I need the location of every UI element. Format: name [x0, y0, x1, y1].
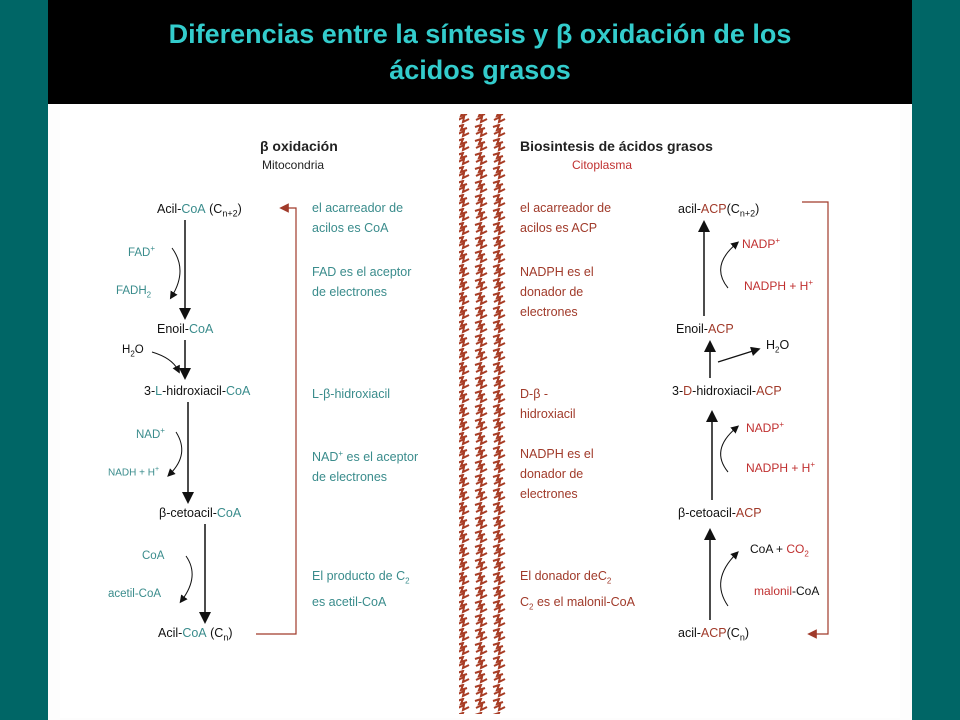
- curve-right-3: [720, 241, 740, 289]
- left-compound-3: 3-L-hidroxiacil-CoA: [144, 384, 250, 398]
- right-subheader: Citoplasma: [572, 158, 633, 172]
- right-compound-2: Enoil-ACP: [676, 322, 734, 336]
- c-pre: Enoil-: [676, 322, 708, 336]
- c-hl: CoA: [181, 202, 206, 216]
- c-hl: ACP: [700, 202, 727, 216]
- membrane-divider: [459, 114, 509, 714]
- right-compound-1: acil-ACP(Cn+2): [678, 202, 759, 219]
- right-note-4: NADPH es el donador de electrones: [520, 447, 594, 501]
- curve-left-3: [167, 431, 183, 477]
- right-header: Biosintesis de ácidos grasos: [520, 138, 713, 154]
- c-hl: ACP: [707, 322, 734, 336]
- pathway-arrows: [151, 201, 829, 639]
- right-note-3: D-β - hidroxiacil: [520, 387, 576, 421]
- c-pre: Acil-: [157, 202, 182, 216]
- curve-left-1: [169, 247, 181, 300]
- cofactor-nad: NAD+: [136, 426, 165, 441]
- c-hl2: ACP: [756, 384, 782, 398]
- left-compound-2: Enoil-CoA: [157, 322, 213, 336]
- c-hl: CoA: [182, 626, 207, 640]
- right-compound-3: 3-D-hidroxiacil-ACP: [672, 384, 782, 398]
- c-pre: 3-: [144, 384, 156, 398]
- cofactor-coa: CoA: [142, 550, 165, 562]
- cofactor-fad: FAD+: [128, 244, 156, 259]
- diagram-figure: β oxidación Mitocondria Biosintesis de á…: [48, 104, 912, 720]
- left-compound-1: Acil-CoA (Cn+2): [157, 202, 242, 219]
- title-line-1: Diferencias entre la síntesis y β oxidac…: [168, 19, 792, 49]
- c-pre: 3-: [672, 384, 684, 398]
- right-note-5: El donador deC2 C2 es el malonil-CoA: [520, 569, 635, 611]
- c-pre: acil-: [678, 626, 701, 640]
- c-post: (Cn): [206, 626, 233, 643]
- cofactor-coa-co2: CoA + CO2: [750, 542, 809, 559]
- c-post: (Cn+2): [726, 202, 760, 219]
- right-cycle-bracket: [802, 201, 829, 639]
- curve-left-4: [179, 555, 193, 604]
- curve-right-1: [720, 551, 739, 607]
- left-compound-5: Acil-CoA (Cn): [158, 626, 233, 643]
- c-hl: CoA: [216, 506, 242, 520]
- cofactor-acetil-coa: acetil-CoA: [108, 588, 162, 600]
- c-pre: acil-: [678, 202, 701, 216]
- right-compound-5: acil-ACP(Cn): [678, 626, 749, 643]
- c-hl: ACP: [735, 506, 762, 520]
- cofactor-nadph-2: NADPH + H+: [746, 460, 816, 475]
- title-line-2: ácidos grasos: [389, 55, 571, 85]
- cofactor-nadh: NADH + H+: [108, 466, 160, 479]
- c-hl: CoA: [188, 322, 214, 336]
- cofactor-nadp-2: NADP+: [746, 420, 785, 435]
- slide-title: Diferencias entre la síntesis y β oxidac…: [48, 0, 912, 104]
- left-note-4: NAD+ es el aceptor de electrones: [312, 449, 419, 485]
- right-note-2: NADPH es el donador de electrones: [520, 265, 594, 319]
- c-hl: L: [155, 384, 163, 398]
- cofactor-nadph-1: NADPH + H+: [744, 278, 814, 293]
- left-subheader: Mitocondria: [262, 158, 325, 172]
- c-post: (Cn+2): [205, 202, 242, 219]
- c-hl: ACP: [700, 626, 727, 640]
- c-hl: D: [683, 384, 693, 398]
- left-note-3: L-β-hidroxiacil: [312, 387, 391, 401]
- right-compound-4: β-cetoacil-ACP: [678, 506, 762, 520]
- c-post: -hidroxiacil-: [692, 384, 757, 398]
- left-compound-4: β-cetoacil-CoA: [159, 506, 241, 520]
- c-pre: Enoil-: [157, 322, 189, 336]
- left-cycle-bracket: [256, 203, 297, 635]
- cofactor-malonil-coa: malonil-CoA: [754, 584, 820, 598]
- cofactor-nadp-1: NADP+: [742, 236, 781, 251]
- cofactor-h2o-left: H2O: [122, 344, 144, 359]
- left-header: β oxidación: [260, 138, 338, 154]
- c-pre: Acil-: [158, 626, 183, 640]
- cofactor-fadh2: FADH2: [116, 285, 152, 300]
- c-pre: β-cetoacil-: [678, 506, 736, 520]
- c-post: -hidroxiacil-: [162, 384, 226, 398]
- left-note-2: FAD es el aceptor de electrones: [312, 265, 412, 299]
- left-note-1: el acarreador de acilos es CoA: [312, 201, 404, 235]
- c-post: (Cn): [726, 626, 750, 643]
- arrow-right-h2o: [717, 346, 761, 363]
- curve-left-2: [151, 351, 180, 374]
- curve-right-2: [720, 425, 740, 473]
- c-pre: β-cetoacil-: [159, 506, 217, 520]
- diagram-panel: β oxidación Mitocondria Biosintesis de á…: [60, 110, 900, 718]
- c-hl2: CoA: [225, 384, 251, 398]
- left-note-5: El producto de C2 es acetil-CoA: [312, 569, 410, 609]
- right-note-1: el acarreador de acilos es ACP: [520, 201, 612, 235]
- cofactor-h2o-right: H2O: [766, 338, 790, 355]
